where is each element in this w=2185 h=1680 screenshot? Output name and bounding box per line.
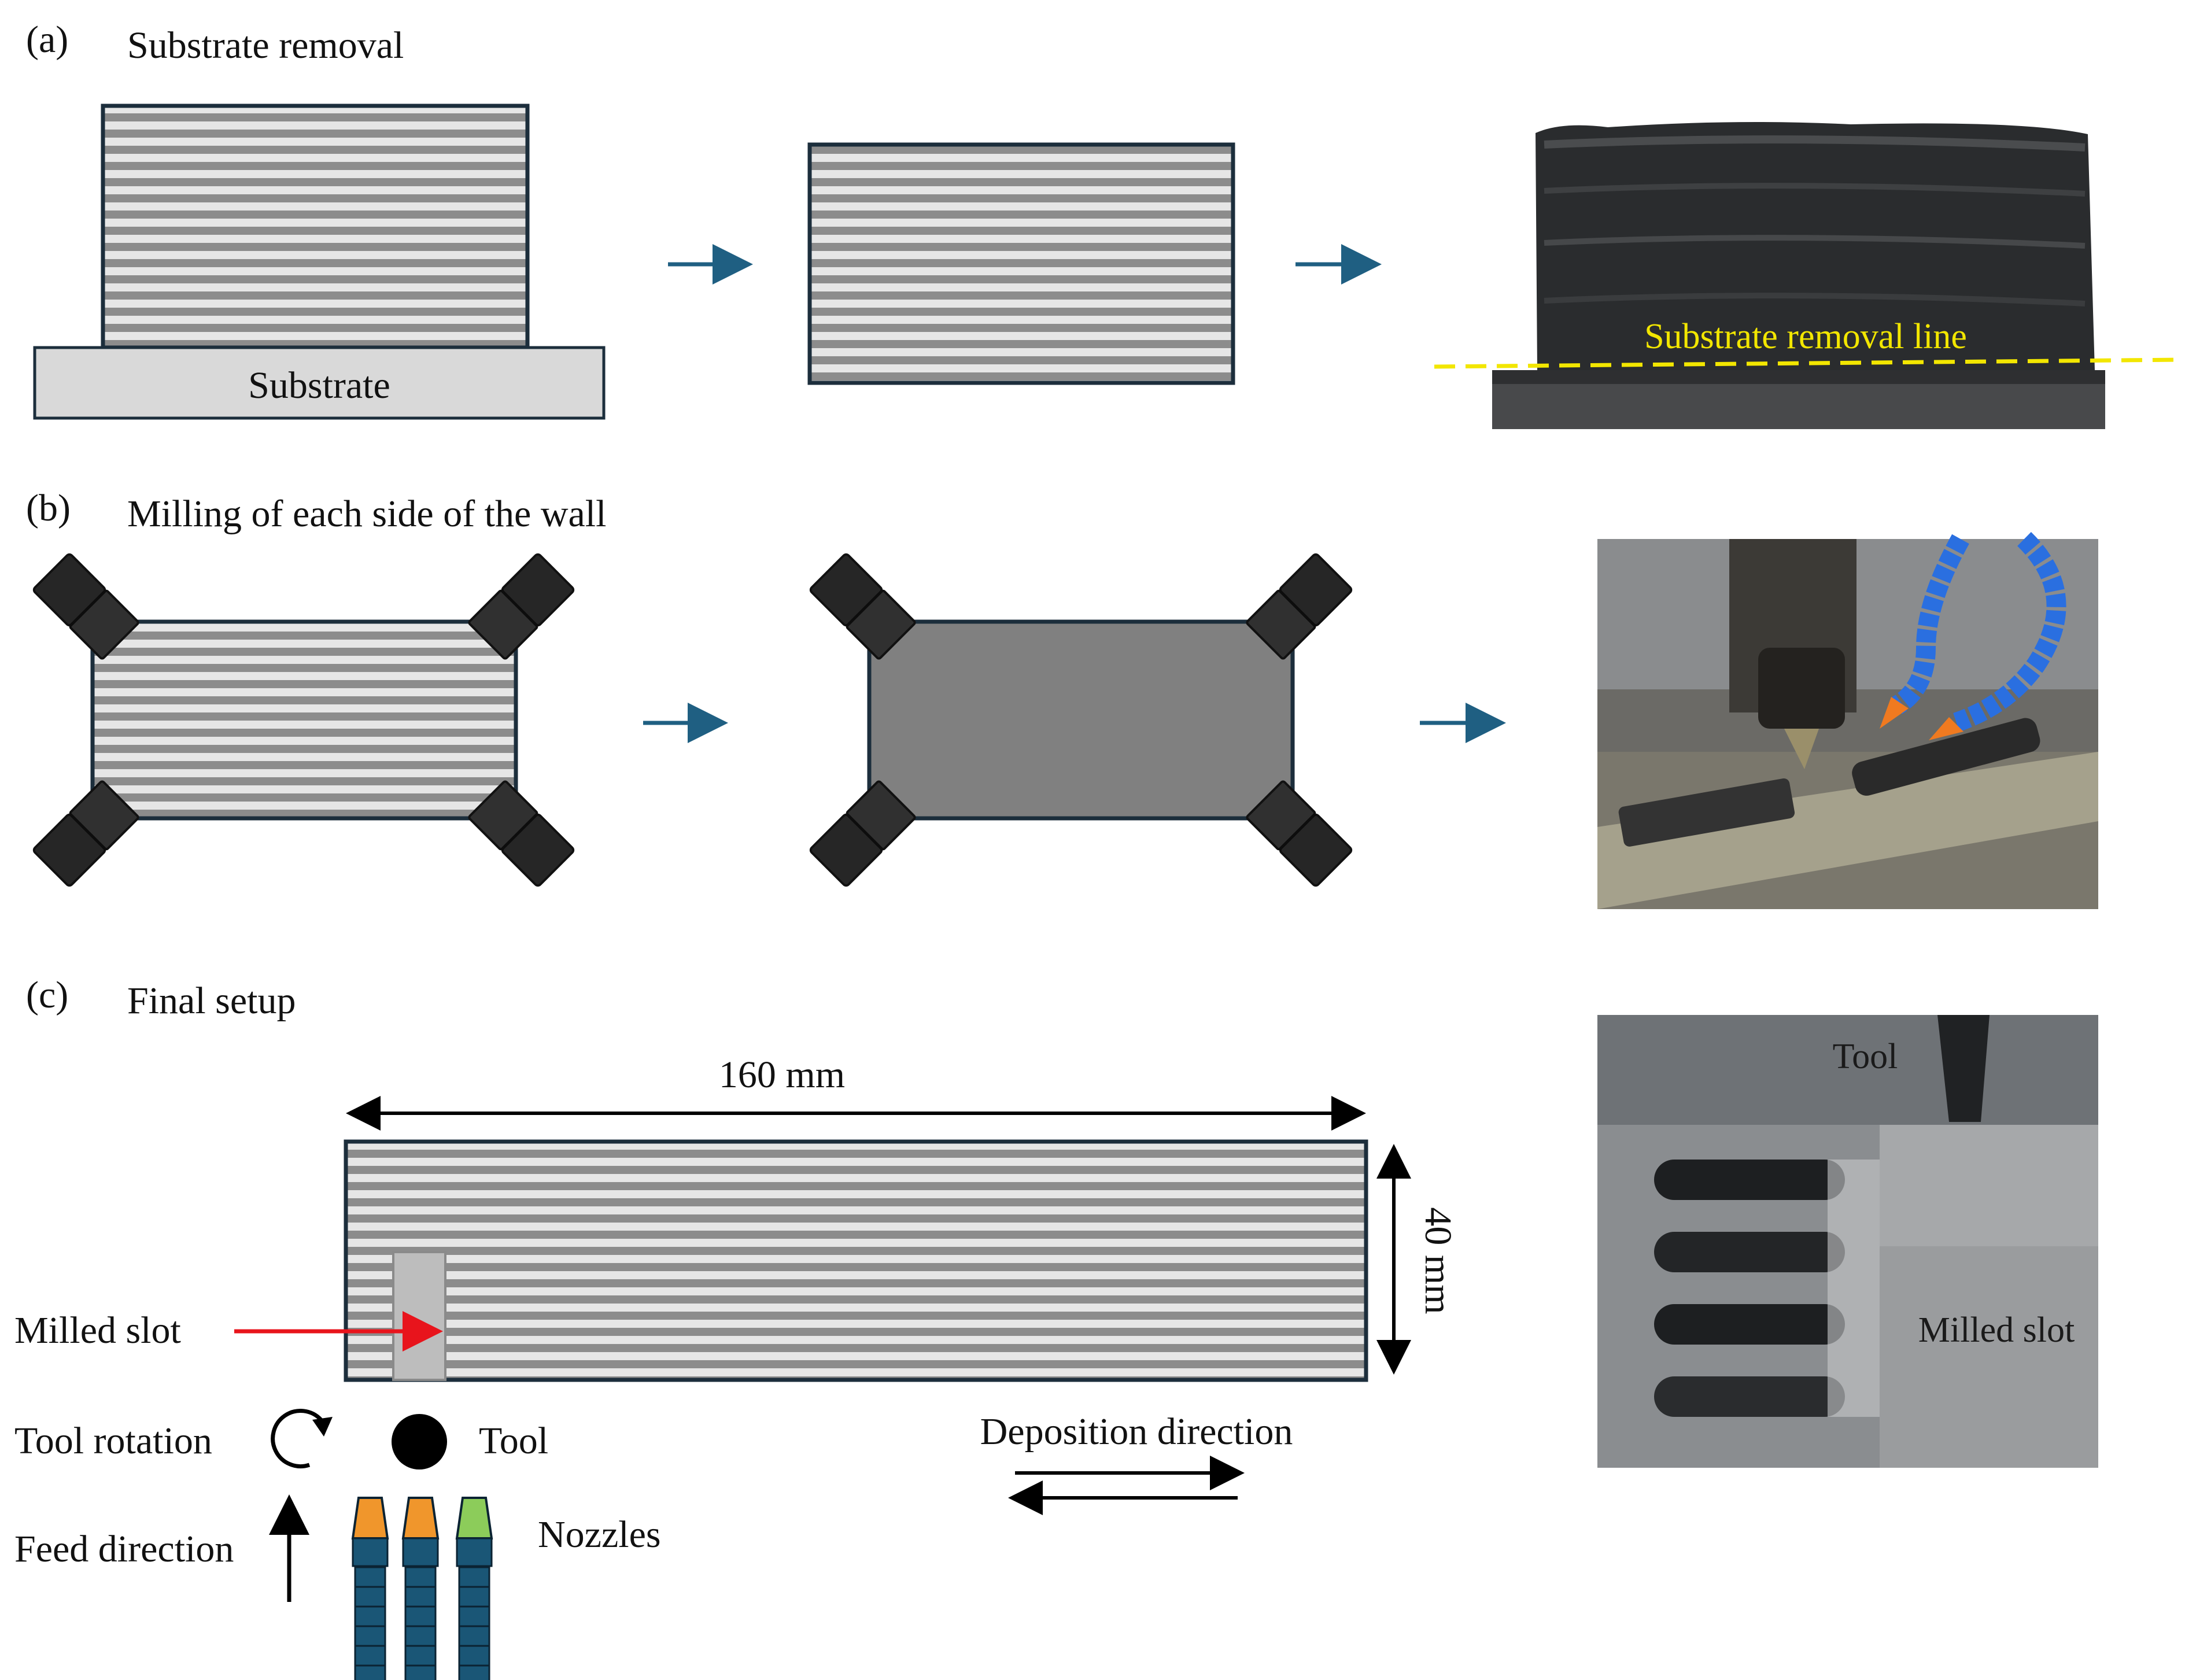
panel-c-title: Final setup — [127, 980, 296, 1022]
nozzle-green-right — [455, 1497, 493, 1680]
final-wall — [344, 1139, 1368, 1382]
panel-b-title: Milling of each side of the wall — [127, 493, 606, 535]
nozzle-orange-middle — [401, 1497, 440, 1680]
wall-after-removal — [807, 142, 1235, 385]
wall-after-milling — [867, 619, 1295, 821]
milled-slot — [392, 1251, 446, 1381]
panel-a-label: (a) — [26, 19, 68, 61]
panel-b: (b) Milling of each side of the wall — [26, 487, 2098, 909]
tool-label: Tool — [479, 1420, 548, 1462]
rotation-arrow-icon — [271, 1409, 333, 1468]
substrate-label: Substrate — [248, 364, 390, 407]
panel-a-title: Substrate removal — [127, 24, 404, 67]
panel-b-label: (b) — [26, 487, 71, 529]
milling-photo — [1597, 531, 2098, 909]
tool-rotation-label: Tool rotation — [14, 1420, 212, 1462]
nozzle-orange-left — [351, 1497, 389, 1680]
deposited-wall — [101, 104, 530, 350]
tool-icon — [392, 1414, 447, 1469]
substrate-removal-line-label: Substrate removal line — [1644, 317, 1967, 356]
panel-a: (a) Substrate removal Substrate Substrat… — [26, 19, 2181, 429]
photo-milled-slot-label: Milled slot — [1918, 1310, 2075, 1350]
length-dimension-label: 160 mm — [719, 1054, 845, 1096]
panel-c-label: (c) — [26, 974, 68, 1016]
feed-direction-label: Feed direction — [14, 1528, 234, 1570]
photo-tool-label: Tool — [1833, 1037, 1898, 1076]
milled-slot-photo: Tool Milled slot — [1597, 1015, 2098, 1468]
deposition-direction-label: Deposition direction — [980, 1411, 1293, 1453]
milled-slot-label: Milled slot — [14, 1309, 181, 1352]
height-dimension-label: 40 mm — [1417, 1207, 1459, 1314]
panel-c: (c) Final setup 160 mm 40 mm Milled slot… — [14, 974, 2098, 1680]
wall-photo: Substrate removal line — [1434, 122, 2181, 429]
wall-before-milling — [90, 619, 518, 821]
substrate-block — [33, 346, 606, 420]
nozzles-label: Nozzles — [538, 1513, 661, 1556]
